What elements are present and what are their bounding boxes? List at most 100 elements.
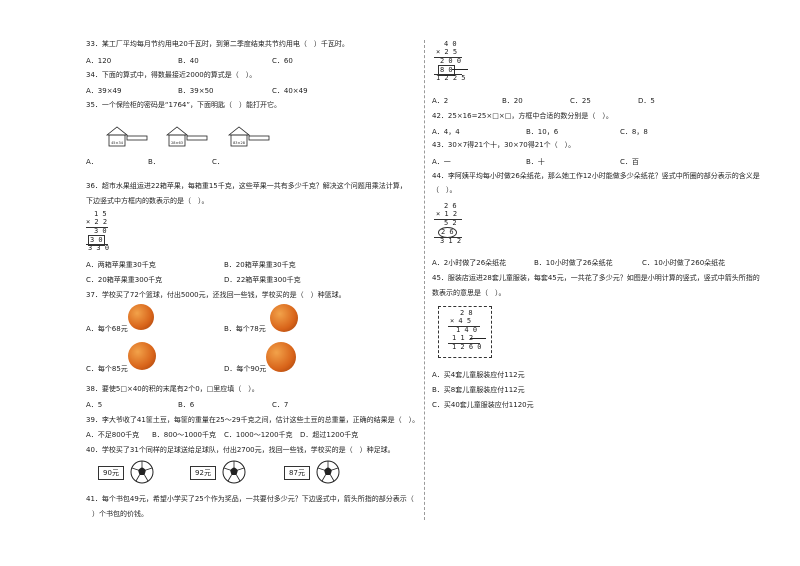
q34-text: 34．下面的算式中，得数最接近2000的算式是（ ）。 — [86, 71, 257, 79]
basketball-icon — [128, 342, 156, 370]
r1-option-d[interactable]: D．5 — [638, 97, 655, 105]
q44-rule-2 — [434, 237, 462, 238]
price-tag-3[interactable]: 87元 — [284, 466, 310, 480]
q44-option-b[interactable]: B．10小时做了26朵纸花 — [534, 259, 613, 267]
q39-option-b[interactable]: B．800～1000千克 — [152, 431, 216, 439]
q43-part2: 30×70得21个（ ）。 — [504, 141, 576, 149]
q34-option-a[interactable]: A．39×49 — [86, 87, 122, 95]
r1-option-c[interactable]: C．25 — [570, 97, 591, 105]
key-c-icon[interactable]: 83×28 — [226, 123, 272, 149]
arrow-icon — [470, 338, 486, 339]
q44-vertical-line5: 3 1 2 — [440, 237, 462, 245]
q37-option-c[interactable]: C．每个85元 — [86, 365, 128, 373]
soccer-ball-icon — [130, 460, 154, 484]
q44-vertical-line1: 2 6 — [444, 202, 457, 210]
q45-rule-2 — [448, 343, 480, 344]
q35-option-a[interactable]: A． — [86, 158, 98, 166]
q45-vertical-line3: 1 4 0 — [456, 326, 478, 334]
q36-boxed-number: 3 0 — [88, 235, 105, 246]
q45-rule-1 — [448, 326, 480, 327]
q43-option-c[interactable]: C．百 — [620, 158, 639, 166]
q43-number: 43． — [432, 141, 448, 149]
q39-text: 39．李大爷收了41筐土豆，每筐的重量在25～29千克之间，估计这些土豆的总重量… — [86, 416, 420, 424]
r1-option-a[interactable]: A．2 — [432, 97, 449, 105]
q37-option-a[interactable]: A．每个68元 — [86, 325, 128, 333]
basketball-icon — [270, 304, 298, 332]
q33-option-a[interactable]: A．120 — [86, 57, 112, 65]
q41-text-line2: ）个书包的价钱。 — [92, 510, 148, 518]
q43-text: 43．30×7得21个十，30×70得21个（ ）。 — [432, 141, 575, 150]
q33-text: 33．某工厂平均每月节约用电20千瓦时，到第二季度结束共节约用电（ ）千瓦时。 — [86, 40, 349, 48]
q36-option-a[interactable]: A．两箱苹果重30千克 — [86, 261, 156, 269]
q33-option-b[interactable]: B．40 — [178, 57, 199, 65]
q37-text: 37．学校买了72个篮球，付出5000元，还找回一些钱，学校买的是（ ）种篮球。 — [86, 291, 346, 299]
q38-option-b[interactable]: B．6 — [178, 401, 195, 409]
r1-rule-1 — [434, 57, 462, 58]
q44-text-end: （ ）。 — [432, 186, 457, 194]
q45-option-a[interactable]: A．买4套儿童服装应付112元 — [432, 371, 525, 379]
q36-vertical-line2: × 2 2 — [86, 218, 108, 226]
soccer-ball-icon — [222, 460, 246, 484]
basketball-icon — [128, 304, 154, 330]
r1-option-b[interactable]: B．20 — [502, 97, 523, 105]
q38-text: 38．要使5□×40的积的末尾有2个0，□里应填（ ）。 — [86, 385, 259, 393]
q44-vertical-line3: 5 2 — [444, 219, 457, 227]
q35-text: 35．一个保险柜的密码是“1764”，下面明匙（ ）能打开它。 — [86, 101, 281, 109]
basketball-icon — [266, 342, 296, 372]
q45-text-line2: 数表示的意思是（ ）。 — [432, 289, 506, 297]
q43-part1: 30×7得21个十， — [447, 141, 505, 149]
key-b-icon[interactable]: 28×63 — [164, 123, 210, 149]
q34-option-b[interactable]: B．39×50 — [178, 87, 214, 95]
q45-dashed-frame — [438, 306, 492, 358]
q45-vertical-line1: 2 8 — [460, 309, 473, 317]
q36-text-line2: 下边竖式中方框内的数表示的是（ ）。 — [86, 197, 209, 205]
q34-option-c[interactable]: C．40×49 — [272, 87, 308, 95]
q43-option-b[interactable]: B．十 — [526, 158, 545, 166]
r1-vertical-line1: 4 0 — [444, 40, 457, 48]
r1-vertical-line3: 2 0 0 — [440, 57, 462, 65]
q36-rule-2 — [86, 244, 108, 245]
q42-option-a[interactable]: A．4，4 — [432, 128, 460, 136]
q36-text-line1: 36．超市水果组运进22箱苹果，每箱重15千克，这些苹果一共有多少千克？解决这个… — [86, 182, 407, 190]
price-tag-2[interactable]: 92元 — [190, 466, 216, 480]
q36-option-b[interactable]: B．20箱苹果重30千克 — [224, 261, 296, 269]
q42-option-b[interactable]: B．10，6 — [526, 128, 559, 136]
q37-option-d[interactable]: D．每个90元 — [224, 365, 267, 373]
column-divider — [424, 40, 425, 520]
q36-option-c[interactable]: C．20箱苹果重300千克 — [86, 276, 163, 284]
q42-text: 42．25×16=25×□×□，方框中合适的数分别是（ ）。 — [432, 112, 613, 120]
q39-option-c[interactable]: C．1000～1200千克 — [224, 431, 293, 439]
q36-vertical-line3: 3 0 — [94, 227, 107, 235]
q36-vertical-line5: 3 3 0 — [88, 244, 110, 252]
r1-rule-2 — [434, 74, 462, 75]
q36-vertical-line1: 1 5 — [94, 210, 107, 218]
q38-option-a[interactable]: A．5 — [86, 401, 103, 409]
key-b-label: 28×63 — [171, 141, 183, 145]
q35-option-b[interactable]: B． — [148, 158, 160, 166]
q45-vertical-line4: 1 1 2 — [452, 334, 474, 342]
q43-option-a[interactable]: A．一 — [432, 158, 451, 166]
key-a-label: 45×34 — [111, 141, 124, 145]
q41-text-line1: 41．每个书包49元，希望小学买了25个作为奖品，一共要付多少元？下边竖式中，箭… — [86, 495, 414, 503]
price-tag-1[interactable]: 90元 — [98, 466, 124, 480]
q44-option-c[interactable]: C．10小时做了260朵纸花 — [642, 259, 726, 267]
q45-vertical-line2: × 4 5 — [450, 317, 472, 325]
q39-option-d[interactable]: D．超过1200千克 — [300, 431, 359, 439]
arrow-icon — [452, 69, 468, 70]
q37-option-b[interactable]: B．每个78元 — [224, 325, 266, 333]
q44-option-a[interactable]: A．2小时做了26朵纸花 — [432, 259, 507, 267]
q45-option-c[interactable]: C．买40套儿童服装应付1120元 — [432, 401, 534, 409]
q38-option-c[interactable]: C．7 — [272, 401, 289, 409]
key-a-icon[interactable]: 45×34 — [104, 123, 150, 149]
q45-vertical-line5: 1 2 6 0 — [452, 343, 482, 351]
key-c-label: 83×28 — [233, 141, 245, 145]
q42-option-c[interactable]: C．8，8 — [620, 128, 648, 136]
q40-text: 40．学校买了31个同样的足球送给足球队，付出2700元，找回一些钱，学校买的是… — [86, 446, 395, 454]
q45-option-b[interactable]: B．买8套儿童服装应付112元 — [432, 386, 525, 394]
q33-option-c[interactable]: C．60 — [272, 57, 293, 65]
q39-option-a[interactable]: A．不足800千克 — [86, 431, 140, 439]
r1-vertical-line2: × 2 5 — [436, 48, 458, 56]
q35-option-c[interactable]: C． — [212, 158, 224, 166]
q36-option-d[interactable]: D．22箱苹果重300千克 — [224, 276, 301, 284]
